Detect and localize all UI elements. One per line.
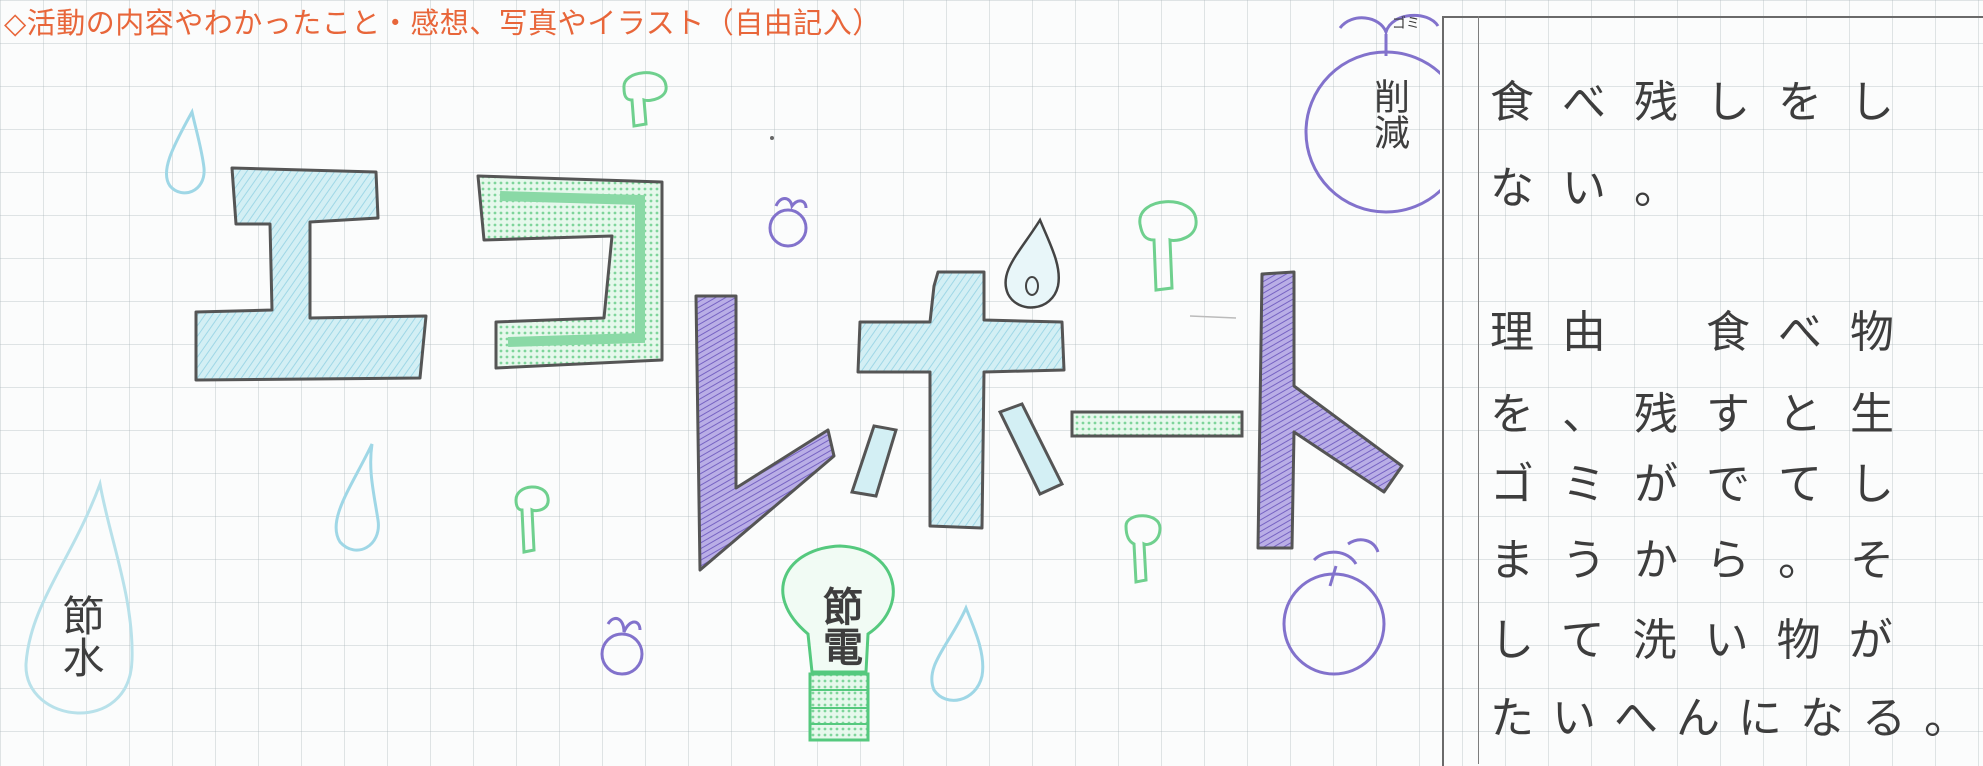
light-bulb-icon xyxy=(781,544,895,742)
essay-line: ない。 xyxy=(1490,163,1706,214)
essay-line: して洗い物が xyxy=(1490,615,1921,666)
title-letter-po xyxy=(850,270,1066,530)
eco-report-illustration: ゴミ xyxy=(24,13,1440,742)
title-letter-re xyxy=(694,294,836,572)
essay-line: 理由 食べ物 xyxy=(1490,307,1922,358)
fruit-icon xyxy=(1304,13,1440,214)
title-letter-e xyxy=(194,166,428,382)
label-save-power: 節電 xyxy=(816,586,862,666)
essay-panel xyxy=(1442,16,1983,766)
mushroom-icon xyxy=(514,71,1198,584)
essay-line: まうから。そ xyxy=(1490,535,1922,586)
essay-line: を、残すと生 xyxy=(1490,389,1922,440)
water-drop-icon xyxy=(1004,217,1061,309)
title-letter-ko xyxy=(476,174,664,370)
essay-line: 食べ残しをし xyxy=(1490,77,1922,128)
essay-margin-line xyxy=(1478,16,1479,764)
fruit-icon xyxy=(600,197,1386,676)
title-letter-to xyxy=(1256,270,1404,550)
label-reduce: 削減 xyxy=(1368,78,1409,150)
title-letter-dash xyxy=(1070,410,1244,438)
water-drop-icon xyxy=(24,107,985,715)
label-gomi: ゴミ xyxy=(1392,15,1420,32)
worksheet-header: ◇活動の内容やわかったこと・感想、写真やイラスト（自由記入） xyxy=(4,6,882,40)
essay-line: ゴミがでてし xyxy=(1490,459,1922,510)
essay-line: たいへんになる。 xyxy=(1490,693,1983,744)
label-save-water: 節水 xyxy=(56,594,105,678)
